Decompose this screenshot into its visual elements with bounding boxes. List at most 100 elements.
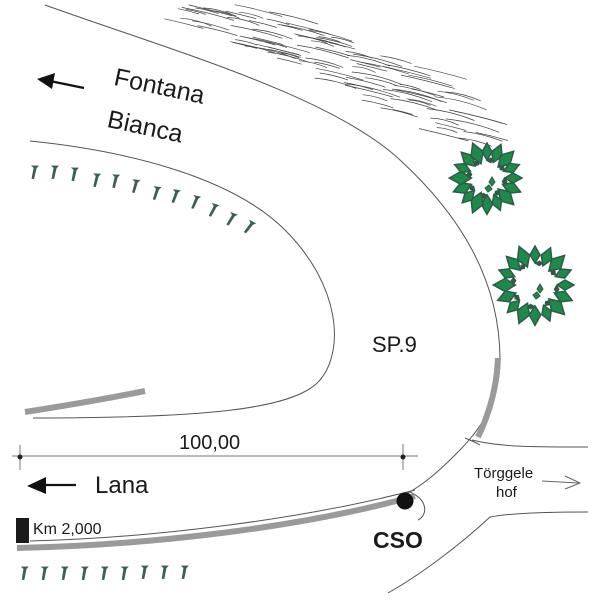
rock-hatch-stroke (316, 37, 353, 47)
rock-hatch-stroke (235, 39, 258, 46)
rock-hatch-stroke (267, 46, 299, 55)
arrow-right-icon-torggelehof (541, 475, 582, 490)
rock-hatch-stroke (181, 7, 235, 21)
rock-hatch-stroke (345, 51, 372, 59)
road-label-sp9: SP.9 (372, 332, 417, 357)
rock-hatch-stroke (188, 4, 233, 17)
slope-tick-icon (70, 167, 79, 182)
cso-label: CSO (373, 527, 423, 553)
rock-hatch-stroke (435, 122, 467, 131)
dimension-point-right (400, 454, 406, 460)
rock-hatch-stroke (344, 82, 374, 91)
cso-point-marker (396, 492, 414, 510)
slope-tick-icon (120, 566, 129, 581)
tree-icon (491, 244, 576, 327)
rock-hatch-stroke (329, 42, 356, 50)
km-marker-block (16, 518, 29, 543)
rock-hatch-stroke (248, 20, 277, 28)
pipeline-segment-upper-left (24, 388, 146, 415)
rock-hatch-stroke (346, 77, 386, 88)
slope-marks-lower (20, 565, 189, 581)
rock-hatch-stroke (252, 36, 284, 46)
slope-tick-icon (160, 565, 169, 580)
slope-tick-icon (112, 174, 121, 189)
destination-label-hof: hof (496, 484, 518, 501)
rock-hatch-stroke (239, 35, 276, 46)
rock-hatch-stroke (238, 11, 264, 19)
arrow-left-icon-lana (27, 477, 76, 494)
slope-tick-icon (226, 211, 238, 226)
slope-tick-icon (208, 202, 220, 217)
slope-tick-icon (180, 565, 189, 580)
slope-tick-icon (40, 566, 49, 581)
dimension-point-left (17, 454, 23, 460)
rock-hatch-stroke (252, 28, 293, 40)
tree-icon (447, 141, 524, 216)
destination-label-lana: Lana (95, 472, 149, 499)
rock-hatch-stroke (319, 72, 349, 81)
rock-hatch-stroke (437, 90, 475, 101)
rock-hatch-stroke (203, 7, 237, 17)
rock-hatch-stroke (267, 51, 310, 63)
rock-hatch-stroke (346, 83, 401, 98)
rock-hatch-stroke (475, 132, 508, 141)
destination-label-fontana: Fontana (112, 63, 208, 109)
rock-hatch-stroke (296, 44, 349, 59)
rock-hatch-stroke (406, 98, 437, 107)
rock-hatch-stroke (277, 57, 302, 65)
rock-hatch-stroke (185, 9, 207, 15)
slope-tick-icon (20, 566, 29, 581)
rock-hatch-stroke (408, 99, 431, 106)
slope-tick-icon (93, 173, 102, 188)
rock-hatch-stroke (400, 74, 455, 89)
rock-hatch-stroke (393, 84, 436, 96)
rock-hatch-stroke (230, 25, 283, 39)
destination-label-torggele: Törggele (474, 465, 533, 482)
rock-hatch-stroke (352, 66, 376, 73)
rock-hatch-stroke (383, 65, 432, 79)
rock-hatch-stroke (463, 131, 503, 142)
rock-hatch-stroke (318, 36, 341, 43)
rock-hatch-stroke (362, 94, 388, 102)
slope-tick-icon (50, 165, 59, 180)
rock-hatch-stroke (392, 109, 413, 115)
slope-tick-icon (30, 165, 39, 180)
rock-hatch-stroke (445, 118, 500, 133)
slope-tick-icon (191, 194, 202, 209)
rock-hatch-stroke (278, 52, 300, 59)
rock-hatch-stroke (299, 60, 328, 69)
rock-hatch-stroke (268, 48, 302, 58)
rock-hatch-stroke (365, 77, 398, 87)
rock-hatch-stroke (266, 18, 290, 26)
rock-hatch-stroke (308, 29, 353, 42)
rock-hatch-stroke (305, 57, 344, 68)
rock-hatch-stroke (382, 89, 433, 103)
trees (447, 141, 576, 327)
rock-hatch-stroke (458, 137, 493, 147)
slope-tick-icon (60, 566, 69, 581)
rock-hatch-stroke (195, 7, 219, 15)
dimension-label: 100,00 (179, 432, 240, 454)
rock-hatch-stroke (434, 96, 487, 111)
slope-marks-upper (30, 165, 257, 234)
slope-tick-icon (243, 219, 257, 234)
rock-hatch-stroke (191, 20, 229, 31)
rock-hatch-stroke (411, 88, 444, 98)
rock-hatch-stroke (445, 91, 481, 102)
rock-hatch-stroke (180, 17, 212, 27)
inner-hairpin-edge (29, 140, 335, 419)
rock-hatch-stroke (315, 67, 364, 81)
pipeline-segment-lower (16, 493, 416, 551)
rock-hatch-stroke (164, 18, 204, 29)
km-marker-label: Km 2,000 (33, 521, 102, 538)
pipeline-segment-right (475, 357, 501, 439)
rock-hatch-stroke (277, 23, 303, 31)
rock-hatching (164, 4, 508, 147)
slope-tick-icon (140, 565, 149, 580)
rock-hatch-stroke (269, 11, 319, 25)
rock-hatch-stroke (385, 64, 431, 77)
rock-hatch-stroke (314, 77, 357, 89)
junction-tick (464, 437, 481, 446)
rock-hatch-stroke (314, 61, 340, 69)
